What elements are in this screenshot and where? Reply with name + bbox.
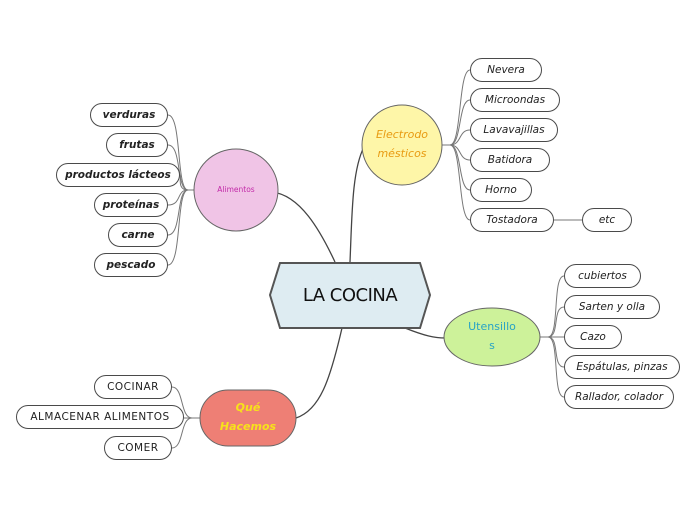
- electro-item-microondas[interactable]: Microondas: [470, 88, 560, 112]
- alimentos-topic[interactable]: Alimentos: [194, 149, 278, 231]
- utensilios-label: Utensillo s: [468, 320, 516, 352]
- utensilio-item-rallador[interactable]: Rallador, colador: [564, 385, 674, 409]
- utensilio-item-espatulas[interactable]: Espátulas, pinzas: [564, 355, 680, 379]
- electro-item-batidora[interactable]: Batidora: [470, 148, 550, 172]
- alimento-item-lacteos[interactable]: productos lácteos: [56, 163, 180, 187]
- hacemos-item-comer[interactable]: COMER: [104, 436, 172, 460]
- tostadora-item-etc[interactable]: etc: [582, 208, 632, 232]
- utensilio-item-cazo[interactable]: Cazo: [564, 325, 622, 349]
- hacemos-item-label: ALMACENAR ALIMENTOS: [30, 411, 170, 423]
- alimento-item-carne[interactable]: carne: [108, 223, 168, 247]
- alimentos-label: Alimentos: [217, 184, 255, 194]
- utensilio-item-label: Cazo: [580, 331, 606, 343]
- utensilio-item-label: cubiertos: [578, 270, 627, 282]
- utensilios-topic[interactable]: Utensillo s: [444, 308, 540, 366]
- electro-item-label: Tostadora: [486, 214, 538, 226]
- link-central-electrodomesticos: [349, 146, 365, 263]
- electro-item-horno[interactable]: Horno: [470, 178, 532, 202]
- hacemos-item-label: COMER: [117, 442, 159, 454]
- quehacemos-label: Qué Hacemos: [219, 401, 277, 433]
- electro-item-label: Horno: [485, 184, 517, 196]
- alimento-item-frutas[interactable]: frutas: [106, 133, 168, 157]
- link-central-quehacemos: [295, 327, 343, 419]
- electrodomesticos-topic[interactable]: Electrodo mésticos: [362, 105, 442, 185]
- alimento-item-label: frutas: [119, 139, 155, 151]
- central-topic-label: LA COCINA: [302, 285, 398, 306]
- alimentos-node-shape: [193, 148, 279, 232]
- link-central-alimentos: [271, 191, 336, 263]
- alimento-item-pescado[interactable]: pescado: [94, 253, 168, 277]
- electro-item-nevera[interactable]: Nevera: [470, 58, 542, 82]
- electro-item-lavavajillas[interactable]: Lavavajillas: [470, 118, 558, 142]
- utensilio-item-label: Rallador, colador: [574, 391, 664, 403]
- quehacemos-topic[interactable]: Qué Hacemos: [200, 390, 296, 446]
- utensilio-item-label: Sarten y olla: [578, 301, 646, 313]
- quehacemos-node-shape: [199, 389, 297, 447]
- alimento-item-label: verduras: [102, 109, 156, 121]
- electro-item-label: Lavavajillas: [483, 124, 545, 136]
- electro-item-label: Microondas: [484, 94, 546, 106]
- utensilio-item-label: Espátulas, pinzas: [576, 361, 668, 373]
- alimento-item-verduras[interactable]: verduras: [90, 103, 168, 127]
- utensilio-item-cubiertos[interactable]: cubiertos: [564, 264, 641, 288]
- utensilios-node-shape: [443, 307, 541, 367]
- hacemos-item-label: COCINAR: [107, 381, 159, 393]
- alimento-item-label: productos lácteos: [65, 169, 171, 181]
- hacemos-item-almacenar[interactable]: ALMACENAR ALIMENTOS: [16, 405, 184, 429]
- etc-label: etc: [598, 214, 616, 226]
- link-central-utensilios: [404, 327, 446, 339]
- alimento-item-proteinas[interactable]: proteínas: [94, 193, 168, 217]
- utensilio-item-sarten[interactable]: Sarten y olla: [564, 295, 660, 319]
- electro-item-tostadora[interactable]: Tostadora: [470, 208, 554, 232]
- electro-item-label: Nevera: [487, 64, 525, 76]
- electrodomesticos-node-shape: [361, 104, 443, 186]
- electro-item-label: Batidora: [487, 154, 533, 166]
- alimento-item-label: carne: [121, 229, 155, 241]
- hacemos-item-cocinar[interactable]: COCINAR: [94, 375, 172, 399]
- electrodomesticos-label: Electrodo mésticos: [375, 128, 429, 160]
- central-topic[interactable]: LA COCINA: [280, 263, 420, 328]
- alimento-item-label: pescado: [106, 259, 156, 271]
- alimento-item-label: proteínas: [102, 199, 160, 211]
- central-node-shape: [268, 262, 432, 329]
